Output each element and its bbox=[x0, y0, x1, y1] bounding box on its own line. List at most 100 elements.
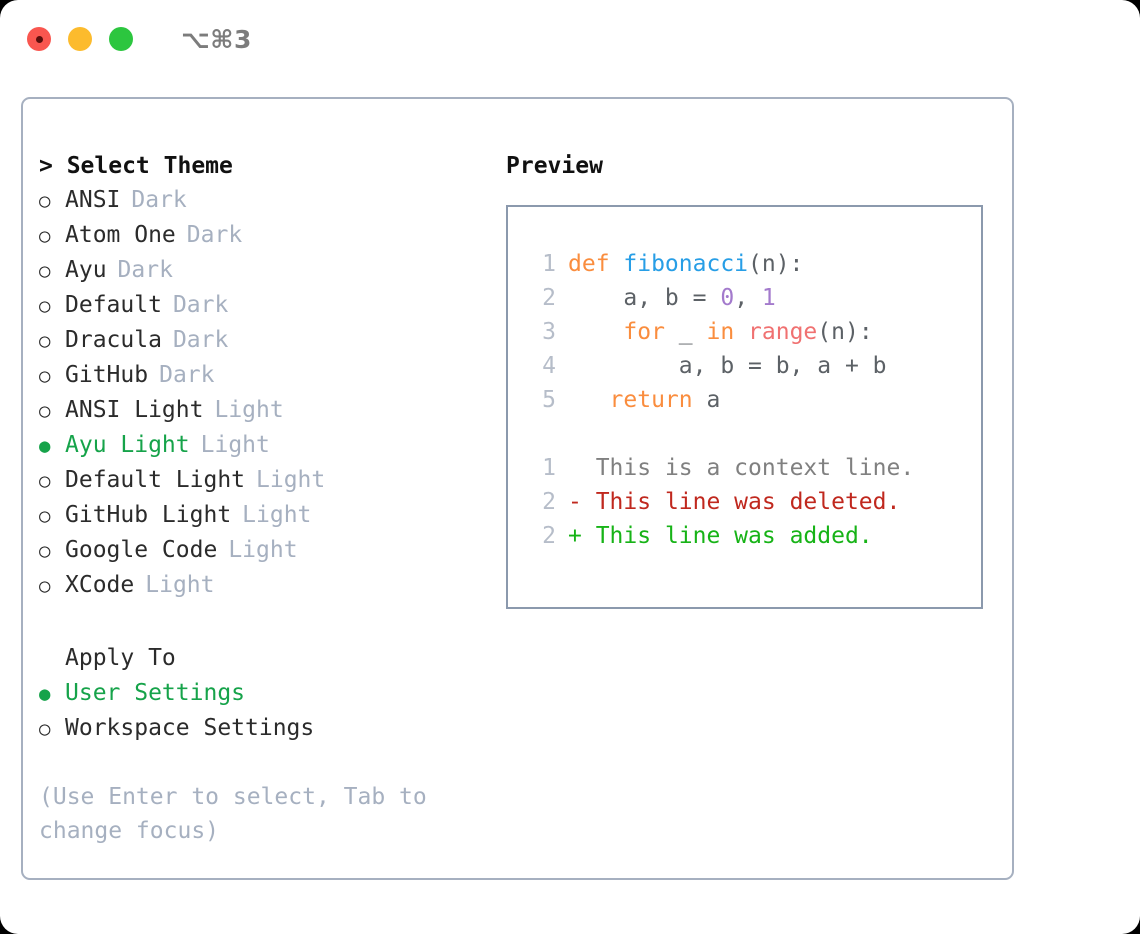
line-number: 2 bbox=[542, 489, 556, 515]
token-kw: def bbox=[568, 251, 624, 277]
apply-to-list: ●User Settings ○ Workspace Settings bbox=[39, 676, 488, 746]
apply-to-option-user-settings[interactable]: ●User Settings bbox=[39, 676, 488, 711]
minimize-window-icon[interactable] bbox=[68, 27, 92, 51]
token-pl: _ bbox=[664, 319, 707, 345]
theme-option-xcode[interactable]: ○ XCode Light bbox=[39, 568, 488, 603]
radio-unselected-icon: ○ bbox=[39, 718, 51, 740]
theme-option-variant: Light bbox=[242, 502, 312, 528]
token-pl bbox=[734, 319, 748, 345]
apply-to-option-workspace-settings[interactable]: ○ Workspace Settings bbox=[39, 711, 488, 746]
token-kw: return bbox=[609, 387, 693, 413]
radio-unselected-icon: ○ bbox=[39, 260, 51, 282]
theme-option-variant: Dark bbox=[172, 292, 229, 318]
theme-option-default-light[interactable]: ○ Default Light Light bbox=[39, 463, 488, 498]
diff-line-add: 2+ This line was added. bbox=[526, 519, 981, 553]
theme-option-variant: Light bbox=[145, 572, 215, 598]
keyboard-shortcut-label: ⌥⌘3 bbox=[181, 24, 252, 54]
select-theme-heading: > Select Theme bbox=[39, 153, 233, 179]
radio-selected-icon: ● bbox=[39, 435, 51, 457]
token-pl: a bbox=[692, 387, 721, 413]
radio-unselected-icon: ○ bbox=[39, 470, 51, 492]
apply-to-option-label: Workspace Settings bbox=[65, 715, 315, 741]
token-kw: for bbox=[623, 319, 665, 345]
token-kw: in bbox=[706, 319, 735, 345]
token-pl: a, b = bbox=[568, 285, 721, 311]
theme-option-ayu[interactable]: ○ Ayu Dark bbox=[39, 253, 488, 288]
token-pl: (n): bbox=[748, 251, 804, 277]
theme-option-github[interactable]: ○ GitHub Dark bbox=[39, 358, 488, 393]
theme-option-label: GitHub bbox=[65, 362, 149, 388]
diff-marker: - bbox=[568, 489, 596, 515]
theme-option-label: ANSI Light bbox=[65, 397, 204, 423]
line-number: 1 bbox=[542, 455, 556, 481]
theme-option-variant: Dark bbox=[186, 222, 243, 248]
code-text: def fibonacci(n): bbox=[568, 247, 803, 281]
radio-unselected-icon: ○ bbox=[39, 575, 51, 597]
theme-option-github-light[interactable]: ○ GitHub Light Light bbox=[39, 498, 488, 533]
diff-marker bbox=[568, 451, 596, 485]
radio-unselected-icon: ○ bbox=[39, 225, 51, 247]
token-num: 1 bbox=[761, 285, 776, 311]
titlebar: ⌥⌘3 bbox=[0, 0, 1140, 78]
diff-line-del: 2- This line was deleted. bbox=[526, 485, 981, 519]
theme-option-label: XCode bbox=[65, 572, 135, 598]
preview-heading: Preview bbox=[506, 153, 603, 179]
theme-option-variant: Light bbox=[214, 397, 284, 423]
theme-option-label: Default Light bbox=[65, 467, 246, 493]
diff-sample: 1 This is a context line.2- This line wa… bbox=[526, 451, 981, 553]
theme-option-variant: Dark bbox=[131, 187, 187, 213]
theme-option-label: Google Code bbox=[65, 537, 218, 563]
token-pl: a, b = b, a + b bbox=[568, 353, 887, 379]
traffic-lights bbox=[27, 27, 133, 51]
code-diff-separator bbox=[526, 417, 981, 451]
theme-option-variant: Dark bbox=[159, 362, 215, 388]
radio-selected-icon: ● bbox=[39, 683, 51, 705]
theme-option-label: GitHub Light bbox=[65, 502, 232, 528]
theme-option-label: Default bbox=[65, 292, 162, 318]
token-pl bbox=[568, 387, 610, 413]
line-number: 2 bbox=[542, 523, 556, 549]
radio-unselected-icon: ○ bbox=[39, 330, 51, 352]
theme-option-variant: Dark bbox=[117, 257, 173, 283]
diff-text: This line was deleted. bbox=[595, 489, 901, 515]
radio-unselected-icon: ○ bbox=[39, 295, 51, 317]
diff-marker: + bbox=[568, 523, 596, 549]
token-bi: range bbox=[748, 319, 818, 345]
theme-option-variant: Dark bbox=[172, 327, 229, 353]
theme-option-label: Atom One bbox=[65, 222, 176, 248]
radio-unselected-icon: ○ bbox=[39, 365, 51, 387]
apply-to-heading-label: Apply To bbox=[65, 645, 176, 671]
code-line: 2 a, b = 0, 1 bbox=[526, 281, 981, 315]
theme-option-atom-one[interactable]: ○ Atom One Dark bbox=[39, 218, 488, 253]
maximize-window-icon[interactable] bbox=[109, 27, 133, 51]
token-pl: (n): bbox=[817, 319, 873, 345]
code-line: 4 a, b = b, a + b bbox=[526, 349, 981, 383]
theme-option-label: Ayu bbox=[65, 257, 107, 283]
apply-to-indent bbox=[39, 642, 65, 676]
line-number: 2 bbox=[542, 285, 556, 311]
radio-unselected-icon: ○ bbox=[39, 190, 51, 212]
theme-option-default[interactable]: ○ Default Dark bbox=[39, 288, 488, 323]
theme-option-variant: Light bbox=[256, 467, 326, 493]
theme-option-label: Ayu Light bbox=[65, 432, 190, 458]
line-number: 3 bbox=[542, 319, 556, 345]
theme-option-variant: Light bbox=[228, 537, 298, 563]
code-line: 3 for _ in range(n): bbox=[526, 315, 981, 349]
token-pl: , bbox=[734, 285, 762, 311]
radio-unselected-icon: ○ bbox=[39, 505, 51, 527]
diff-line-ctx: 1 This is a context line. bbox=[526, 451, 981, 485]
close-window-icon[interactable] bbox=[27, 27, 51, 51]
token-pl bbox=[568, 319, 623, 345]
